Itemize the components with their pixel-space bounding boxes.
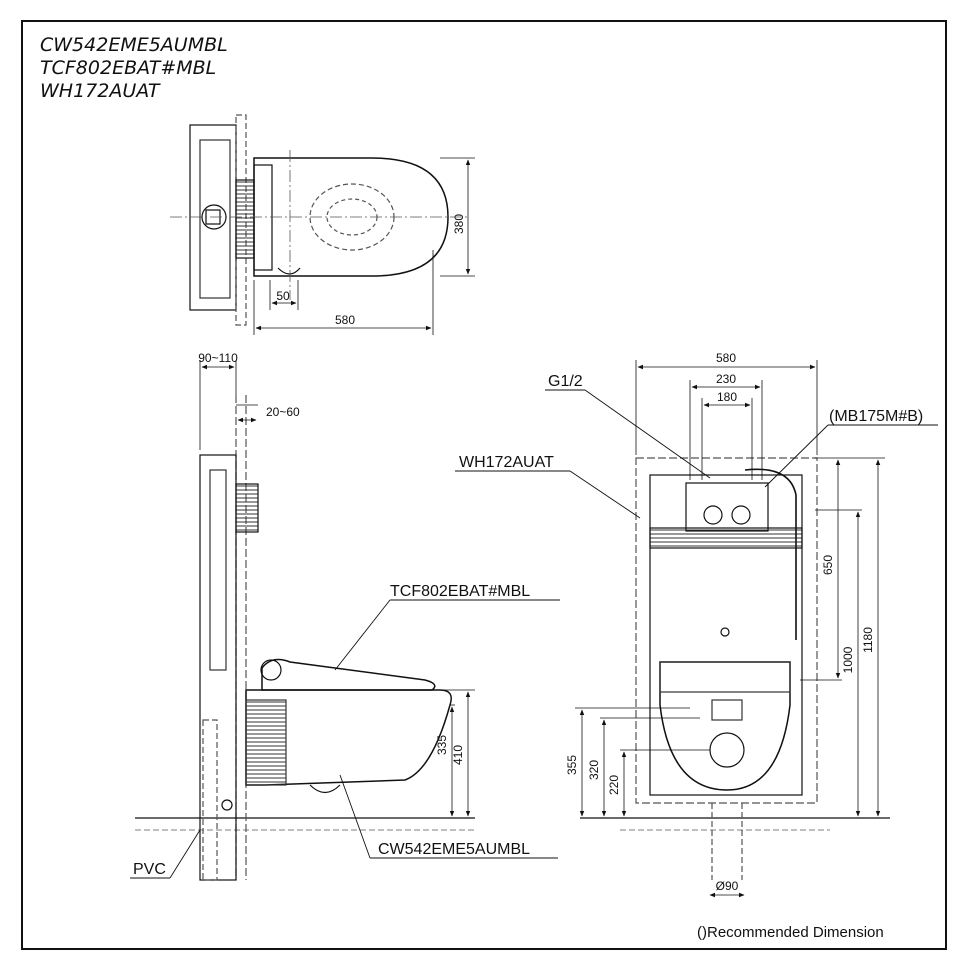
- dim-410-label: 410: [451, 745, 465, 765]
- front-frame-outer: [635, 457, 818, 804]
- title-seat-model: TCF802EBAT#MBL: [40, 57, 217, 79]
- side-cistern: [209, 469, 227, 671]
- front-water-inlet: [720, 627, 730, 637]
- side-bowl-outline: [245, 689, 452, 786]
- front-hose: [744, 468, 797, 640]
- front-flush-button-1: [703, 505, 723, 525]
- top-bowl-outline: [253, 157, 449, 277]
- callout-inlet: G1/2: [548, 373, 583, 390]
- dim-230-label: 230: [716, 372, 736, 386]
- front-flush-button-2: [731, 505, 751, 525]
- dim-outlet-label: Ø90: [716, 879, 739, 893]
- leader-inlet: [584, 389, 711, 479]
- callout-bowl: CW542EME5AUMBL: [378, 841, 530, 858]
- dim-580-top-label: 580: [335, 313, 355, 327]
- leader-frame: [569, 470, 641, 519]
- side-view: [130, 360, 560, 881]
- side-anchor: [221, 799, 233, 811]
- dim-335-label: 335: [435, 735, 449, 755]
- side-drain-pipe: [202, 719, 218, 881]
- front-frame: [649, 474, 803, 796]
- front-view: [455, 360, 938, 898]
- front-frame-crossbar: [649, 527, 803, 549]
- top-view: [170, 114, 475, 335]
- side-frame: [199, 454, 237, 881]
- front-cistern-box: [685, 482, 769, 532]
- side-outlet-arc: [309, 784, 341, 794]
- dim-220-label: 220: [607, 775, 621, 795]
- leader-flush-plate: [764, 424, 829, 488]
- title-bowl-model: CW542EME5AUMBL: [40, 34, 228, 56]
- recommended-dimension-note: ()Recommended Dimension: [697, 924, 884, 941]
- callout-pvc: PVC: [133, 861, 166, 878]
- front-bracket: [711, 699, 743, 721]
- callout-flush-plate: (MB175M#B): [829, 408, 923, 425]
- dim-650-label: 650: [821, 555, 835, 575]
- dim-320-label: 320: [587, 760, 601, 780]
- dim-50-label: 50: [276, 289, 290, 303]
- callout-seat: TCF802EBAT#MBL: [390, 583, 530, 600]
- side-seat-outline: [261, 658, 436, 691]
- leader-pvc: [169, 829, 201, 879]
- leader-seat: [334, 599, 391, 671]
- front-bowl: [659, 661, 791, 791]
- front-outlet: [709, 732, 745, 768]
- dim-1180-label: 1180: [861, 627, 875, 653]
- side-flush-plate: [235, 483, 259, 533]
- front-seat: [659, 661, 791, 693]
- dim-front-width-label: 580: [716, 351, 736, 365]
- dim-1000-label: 1000: [841, 646, 855, 673]
- dim-180-label: 180: [717, 390, 737, 404]
- top-frame-inner: [199, 139, 231, 299]
- dim-355-label: 355: [565, 755, 579, 775]
- top-frame-outline: [189, 124, 237, 311]
- top-hatch-block: [235, 179, 255, 259]
- callout-frame: WH172AUAT: [459, 454, 554, 471]
- top-nozzle: [277, 267, 301, 275]
- dim-380-label: 380: [452, 214, 466, 234]
- top-seat-hinge: [253, 164, 273, 271]
- dim-wall-gap-label: 20~60: [266, 405, 300, 419]
- side-seat-hinge: [260, 659, 282, 681]
- side-bowl-hatch: [245, 699, 287, 786]
- dim-frame-depth-label: 90~110: [198, 351, 238, 365]
- leader-bowl: [339, 774, 371, 859]
- drawing-border: [21, 20, 947, 950]
- title-frame-model: WH172AUAT: [40, 80, 160, 102]
